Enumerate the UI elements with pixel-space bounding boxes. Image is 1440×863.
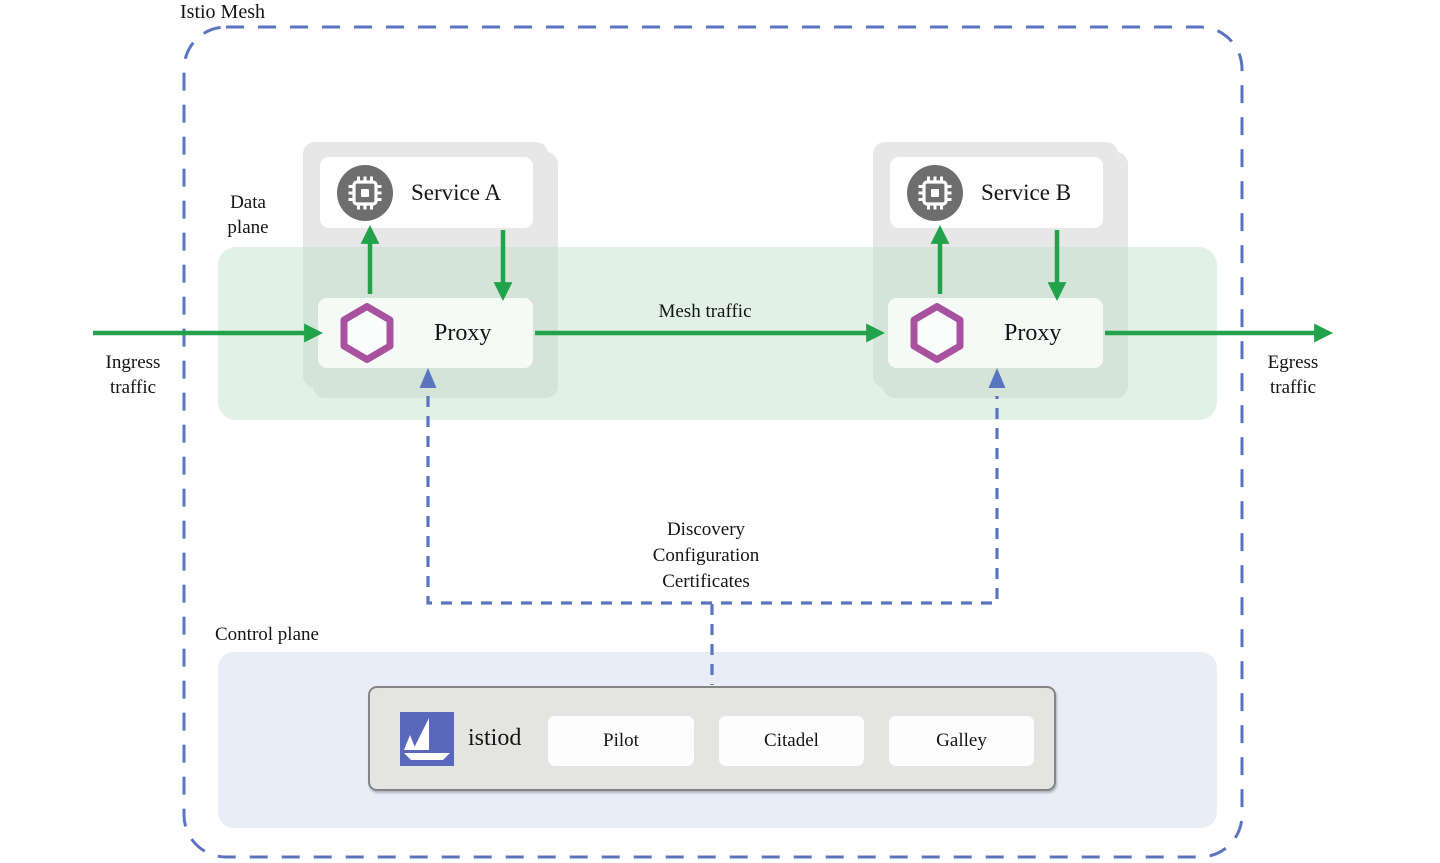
- pilot-label: Pilot: [603, 730, 639, 751]
- mesh-traffic-label: Mesh traffic: [658, 301, 752, 322]
- istio-mesh-label: Istio Mesh: [180, 1, 265, 23]
- data-plane-label: Data plane: [227, 192, 269, 238]
- citadel-label: Citadel: [764, 730, 819, 751]
- proxy-b-box: Proxy: [888, 298, 1103, 368]
- service-b-label: Service B: [981, 179, 1072, 205]
- service-a-box: Service A: [320, 157, 533, 228]
- istiod-panel: istiod Pilot Citadel Galley: [368, 686, 1056, 791]
- istio-sailboat-icon: [400, 711, 454, 766]
- service-a-label: Service A: [411, 179, 502, 205]
- envoy-hexagon-icon: [910, 303, 964, 363]
- galley-label: Galley: [936, 730, 987, 751]
- proxy-a-label: Proxy: [434, 319, 492, 346]
- connector-label: Discovery Configuration Certificates: [652, 519, 760, 592]
- ingress-traffic-label: Ingress traffic: [105, 352, 161, 398]
- egress-traffic-label: Egress traffic: [1267, 352, 1319, 398]
- control-plane-label: Control plane: [215, 624, 319, 645]
- proxy-a-box: Proxy: [318, 298, 533, 368]
- istiod-label: istiod: [468, 725, 522, 751]
- component-box-pilot: Pilot: [548, 716, 694, 766]
- proxy-b-label: Proxy: [1004, 319, 1062, 346]
- cpu-chip-icon: [337, 164, 393, 221]
- component-box-galley: Galley: [889, 716, 1034, 766]
- envoy-hexagon-icon: [340, 303, 394, 363]
- component-box-citadel: Citadel: [719, 716, 864, 766]
- cpu-chip-icon: [907, 164, 963, 221]
- service-b-box: Service B: [890, 157, 1103, 228]
